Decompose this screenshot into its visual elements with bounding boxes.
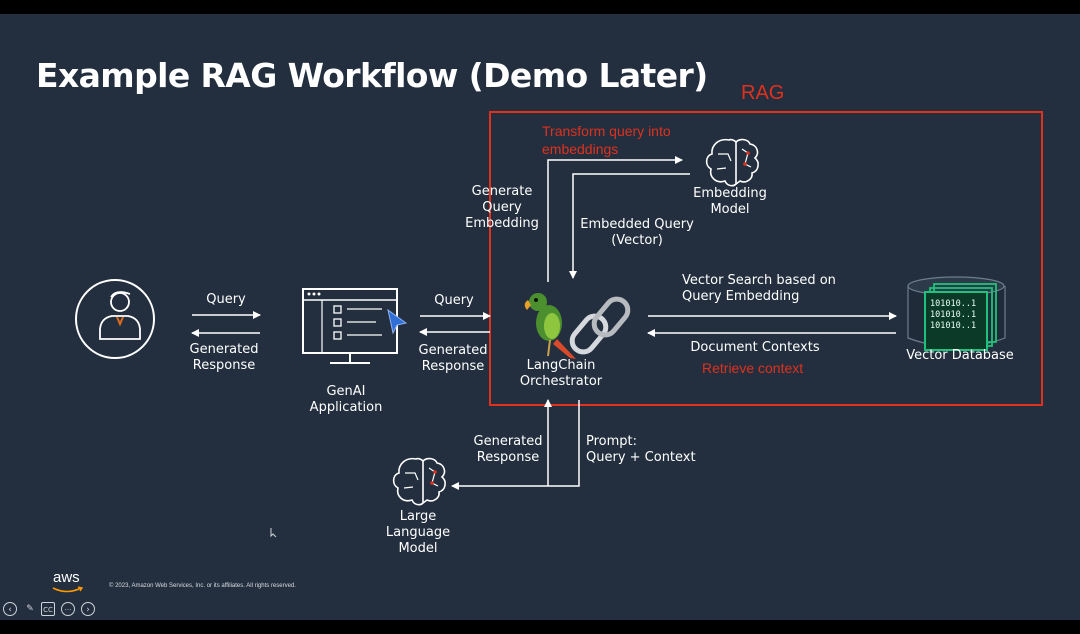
genai-application-label: GenAI Application [309, 384, 383, 415]
app-query-label: Query [434, 293, 474, 308]
mouse-cursor-icon [270, 528, 277, 538]
back-button[interactable]: ‹ [3, 602, 17, 616]
chain-link-icon [569, 296, 631, 355]
more-button[interactable]: ··· [61, 602, 75, 616]
binary-line: 101010..1 [930, 321, 976, 331]
prompt-label: Prompt: Query + Context [586, 434, 696, 465]
vector-search-label: Vector Search based on Query Embedding [682, 273, 836, 304]
generate-embedding-label: Generate Query Embedding [465, 184, 539, 231]
captions-button[interactable]: CC [41, 602, 55, 616]
parrot-icon [524, 293, 576, 359]
embedding-brain-icon [705, 138, 759, 187]
user-query-label: Query [206, 292, 246, 307]
rag-label: RAG [741, 82, 785, 104]
retrieve-annotation: Retrieve context [702, 360, 804, 376]
viewer-toolbar: ‹ ✎ CC ··· › [0, 600, 120, 620]
binary-line: 101010..1 [930, 299, 976, 309]
aws-logo: aws [52, 569, 84, 593]
rag-box [489, 111, 1043, 406]
diagram-canvas: 101010..1 101010..1 101010..1 [75, 111, 1043, 538]
embedding-model-label: Embedding Model [693, 186, 767, 217]
slide-title: Example RAG Workflow (Demo Later) [36, 56, 708, 95]
prompt-arrow [451, 400, 580, 490]
slide: 101010..1 101010..1 101010..1 Example RA… [0, 14, 1080, 620]
pen-button[interactable]: ✎ [26, 604, 34, 614]
transform-annotation: Transform query into embeddings [542, 123, 671, 157]
app-response-label: Generated Response [418, 343, 488, 374]
database-icon: 101010..1 101010..1 101010..1 [907, 276, 1006, 351]
browser-window-icon [302, 288, 408, 364]
vector-database-label: Vector Database [906, 348, 1014, 363]
forward-button[interactable]: › [81, 602, 95, 616]
langchain-orchestrator-label: LangChain Orchestrator [519, 358, 603, 389]
generate-embedding-arrow [547, 156, 683, 282]
document-contexts-label: Document Contexts [690, 340, 820, 355]
llm-brain-icon [392, 457, 446, 506]
user-response-label: Generated Response [189, 342, 259, 373]
llm-response-label: Generated Response [473, 434, 543, 465]
large-language-model-label: Large Language Model [385, 509, 451, 556]
binary-line: 101010..1 [930, 310, 976, 320]
embedded-query-label: Embedded Query (Vector) [580, 217, 694, 248]
aws-smile-icon [52, 586, 84, 593]
user-avatar-icon [75, 279, 155, 359]
embedded-query-arrow [569, 173, 690, 279]
copyright-text: © 2023, Amazon Web Services, Inc. or its… [109, 583, 296, 589]
aws-logo-text: aws [53, 569, 80, 586]
